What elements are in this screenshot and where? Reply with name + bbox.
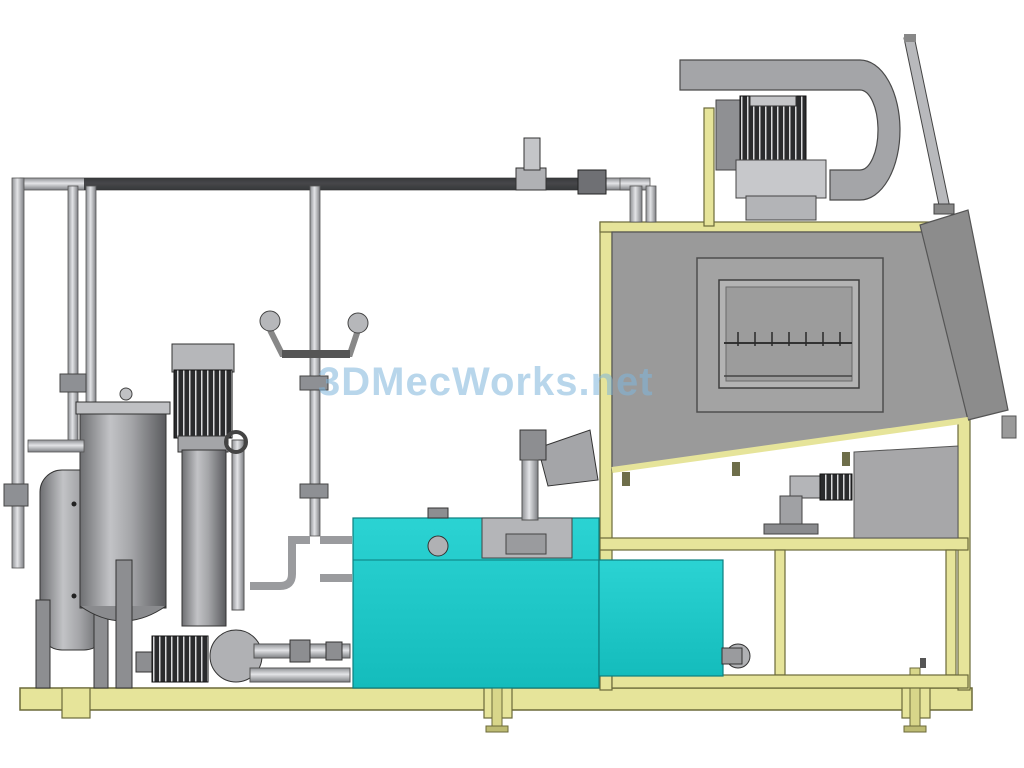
pressure-gauge-icon bbox=[119, 310, 369, 401]
horizontal-pump bbox=[135, 629, 351, 683]
fan-blower-icon bbox=[679, 34, 955, 221]
inlet-pipe bbox=[519, 429, 599, 521]
top-pipe-run bbox=[3, 137, 657, 569]
valve-icon bbox=[515, 137, 607, 195]
filter-vessel bbox=[27, 401, 171, 689]
lower-grey-box bbox=[763, 445, 959, 539]
cyan-tank bbox=[352, 507, 751, 689]
grey-cabinet bbox=[611, 209, 1017, 486]
motor-icon bbox=[171, 343, 248, 627]
small-piping bbox=[250, 536, 352, 590]
base-frame bbox=[19, 658, 973, 733]
